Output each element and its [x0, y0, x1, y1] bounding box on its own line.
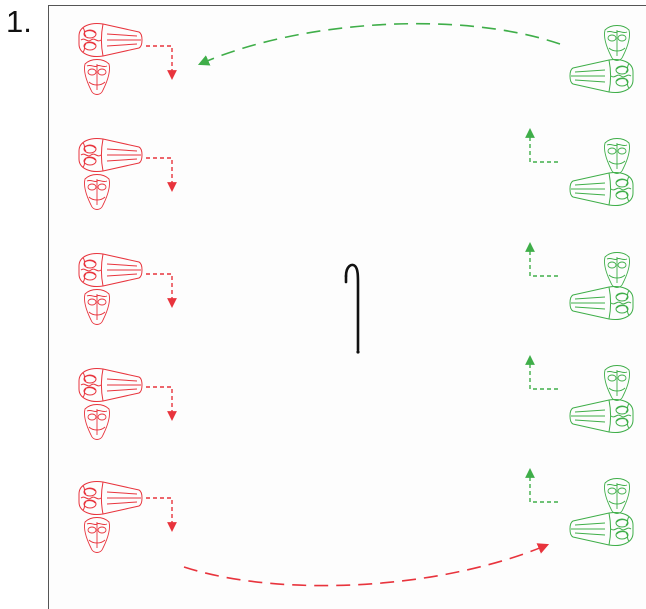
green-mask-group-2: [569, 138, 634, 206]
red-step-arrow-1: [146, 45, 177, 80]
green-carnival-mask-pair-icon: [569, 478, 634, 546]
green-transfer-arrow: [197, 22, 561, 66]
green-mask-group-5: [569, 478, 634, 546]
green-mask-group-3: [569, 252, 634, 320]
green-carnival-mask-pair-icon: [569, 25, 634, 93]
step-number: 1.: [6, 4, 32, 39]
red-mask-group-4: [78, 368, 143, 440]
red-carnival-mask-pair-icon: [78, 481, 143, 553]
red-carnival-mask-pair-icon: [78, 138, 143, 210]
red-transfer-arrow: [183, 543, 550, 587]
green-step-arrow-4: [525, 355, 558, 390]
red-step-arrow-5: [146, 497, 177, 532]
stage-frame: [48, 5, 646, 609]
green-carnival-mask-pair-icon: [569, 252, 634, 320]
red-carnival-mask-pair-icon: [78, 253, 143, 325]
red-mask-group-2: [78, 138, 143, 210]
green-step-arrow-2: [525, 128, 558, 163]
green-step-arrow-3: [525, 242, 558, 277]
green-mask-group-4: [569, 365, 634, 433]
walking-cane-icon: [344, 263, 360, 354]
red-step-arrow-2: [146, 157, 177, 192]
green-mask-group-1: [569, 25, 634, 93]
red-step-arrow-4: [146, 386, 177, 421]
red-carnival-mask-pair-icon: [78, 23, 143, 95]
red-mask-group-5: [78, 481, 143, 553]
green-carnival-mask-pair-icon: [569, 138, 634, 206]
green-carnival-mask-pair-icon: [569, 365, 634, 433]
red-carnival-mask-pair-icon: [78, 368, 143, 440]
green-step-arrow-5: [525, 468, 558, 503]
red-step-arrow-3: [146, 273, 177, 308]
red-mask-group-3: [78, 253, 143, 325]
red-mask-group-1: [78, 23, 143, 95]
